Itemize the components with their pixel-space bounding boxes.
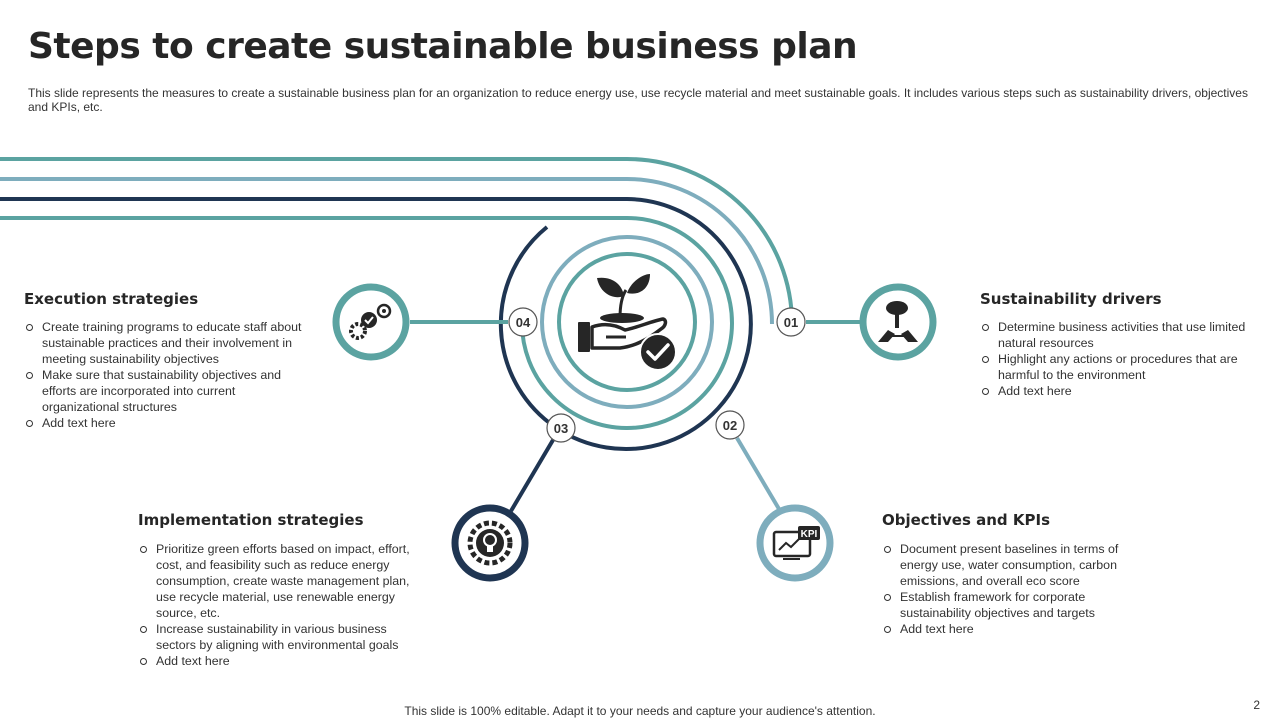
badge-02-label: 02 bbox=[723, 418, 737, 433]
list-item: Add text here bbox=[882, 621, 1144, 637]
slide-subtitle: This slide represents the measures to cr… bbox=[28, 86, 1248, 114]
execution-strategies-heading: Execution strategies bbox=[24, 290, 199, 308]
badge-04: 04 bbox=[508, 307, 538, 337]
tree-hands-icon bbox=[878, 301, 918, 342]
node-01 bbox=[859, 283, 937, 361]
sustainability-drivers-heading: Sustainability drivers bbox=[980, 290, 1162, 308]
badge-01-label: 01 bbox=[784, 315, 798, 330]
list-item: Add text here bbox=[24, 415, 304, 431]
sustainability-drivers-list: Determine business activities that use l… bbox=[980, 319, 1260, 399]
list-item: Highlight any actions or procedures that… bbox=[980, 351, 1260, 383]
list-item: Establish framework for corporate sustai… bbox=[882, 589, 1144, 621]
badge-03-label: 03 bbox=[554, 421, 568, 436]
list-item: Determine business activities that use l… bbox=[980, 319, 1260, 351]
kpi-chart-icon: KPI bbox=[772, 526, 820, 560]
execution-strategies-list: Create training programs to educate staf… bbox=[24, 319, 304, 431]
center-ring-inner bbox=[557, 252, 697, 392]
badge-04-label: 04 bbox=[516, 315, 531, 330]
arc-line-inner bbox=[0, 216, 734, 430]
list-item: Add text here bbox=[980, 383, 1260, 399]
implementation-strategies-list: Prioritize green efforts based on impact… bbox=[138, 541, 420, 669]
node-03 bbox=[451, 504, 529, 582]
list-item: Prioritize green efforts based on impact… bbox=[138, 541, 420, 621]
badge-02: 02 bbox=[715, 410, 745, 440]
implementation-strategies-heading: Implementation strategies bbox=[138, 511, 364, 529]
list-item: Increase sustainability in various busin… bbox=[138, 621, 420, 653]
list-item: Add text here bbox=[138, 653, 420, 669]
list-item: Create training programs to educate staf… bbox=[24, 319, 304, 367]
list-item: Document present baselines in terms of e… bbox=[882, 541, 1144, 589]
plant-hand-check-icon bbox=[578, 274, 677, 371]
connector-03 bbox=[509, 438, 555, 513]
badge-01: 01 bbox=[776, 307, 806, 337]
center-ring-outer bbox=[540, 235, 714, 409]
objectives-kpis-heading: Objectives and KPIs bbox=[882, 511, 1050, 529]
page-number: 2 bbox=[1253, 698, 1260, 712]
node-04 bbox=[332, 283, 410, 361]
badge-03: 03 bbox=[546, 413, 576, 443]
slide-title: Steps to create sustainable business pla… bbox=[28, 26, 858, 67]
svg-text:KPI: KPI bbox=[801, 529, 818, 540]
node-02: KPI bbox=[756, 504, 834, 582]
objectives-kpis-list: Document present baselines in terms of e… bbox=[882, 541, 1144, 637]
lightbulb-gear-icon bbox=[467, 520, 513, 566]
arc-line-outer bbox=[0, 157, 794, 325]
arc-line-second bbox=[0, 177, 774, 325]
list-item: Make sure that sustainability objectives… bbox=[24, 367, 304, 415]
arc-line-navy bbox=[0, 197, 753, 451]
gears-check-icon bbox=[349, 303, 392, 340]
connector-02 bbox=[735, 436, 781, 511]
footer-note: This slide is 100% editable. Adapt it to… bbox=[404, 704, 876, 718]
